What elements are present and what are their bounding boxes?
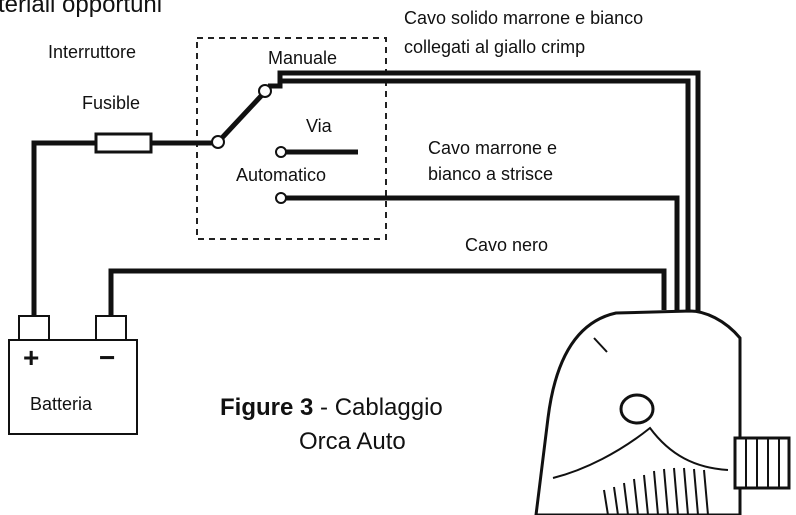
- solid-wire: [268, 70, 701, 312]
- battery-body: [8, 339, 138, 435]
- pump-outlet-pipe: [733, 436, 791, 490]
- manual-label: Manuale: [268, 48, 337, 68]
- battery: + − Batteria: [8, 315, 138, 435]
- positive-wire: [31, 140, 214, 316]
- switch-pivot-contact: [211, 135, 225, 149]
- switch-label: Interruttore: [48, 42, 136, 62]
- battery-label: Batteria: [30, 394, 93, 414]
- off-label: Via: [306, 116, 333, 136]
- header-partial-text: teriali opportuni: [0, 0, 162, 18]
- pump-ridge: [593, 337, 608, 353]
- battery-positive-terminal: [18, 315, 50, 341]
- automatic-contact: [275, 192, 287, 204]
- switch-lever: [218, 93, 264, 142]
- fuse-body: [94, 132, 153, 154]
- figure-caption-line2: Orca Auto: [299, 428, 406, 455]
- striped-wire-label-line2: bianco a strisce: [428, 164, 553, 184]
- fuse-label: Fusible: [82, 93, 140, 113]
- battery-negative-terminal: [95, 315, 127, 341]
- figure-caption-line1: Figure 3 - Cablaggio: [220, 394, 443, 421]
- striped-wire: [285, 195, 680, 310]
- solid-wire-label-line2: collegati al giallo crimp: [404, 37, 585, 57]
- automatic-label: Automatico: [236, 165, 326, 185]
- switch-enclosure: [196, 37, 387, 240]
- pump-hole: [619, 393, 655, 425]
- manual-contact: [258, 84, 272, 98]
- caption-separator: -: [313, 394, 334, 421]
- figure-number: Figure 3: [220, 394, 313, 421]
- pump-vents: [603, 467, 709, 515]
- black-wire-label: Cavo nero: [465, 235, 548, 255]
- battery-minus-sign: −: [99, 342, 115, 373]
- black-wire: [108, 268, 667, 316]
- caption-title-part1: Cablaggio: [335, 394, 443, 421]
- striped-wire-label-line1: Cavo marrone e: [428, 138, 557, 158]
- battery-plus-sign: +: [23, 342, 39, 373]
- off-contact: [275, 146, 287, 158]
- solid-wire-2: [280, 78, 691, 310]
- pump-icon: [534, 309, 791, 515]
- solid-wire-label-line1: Cavo solido marrone e bianco: [404, 8, 643, 28]
- pump-base-contour: [552, 426, 729, 479]
